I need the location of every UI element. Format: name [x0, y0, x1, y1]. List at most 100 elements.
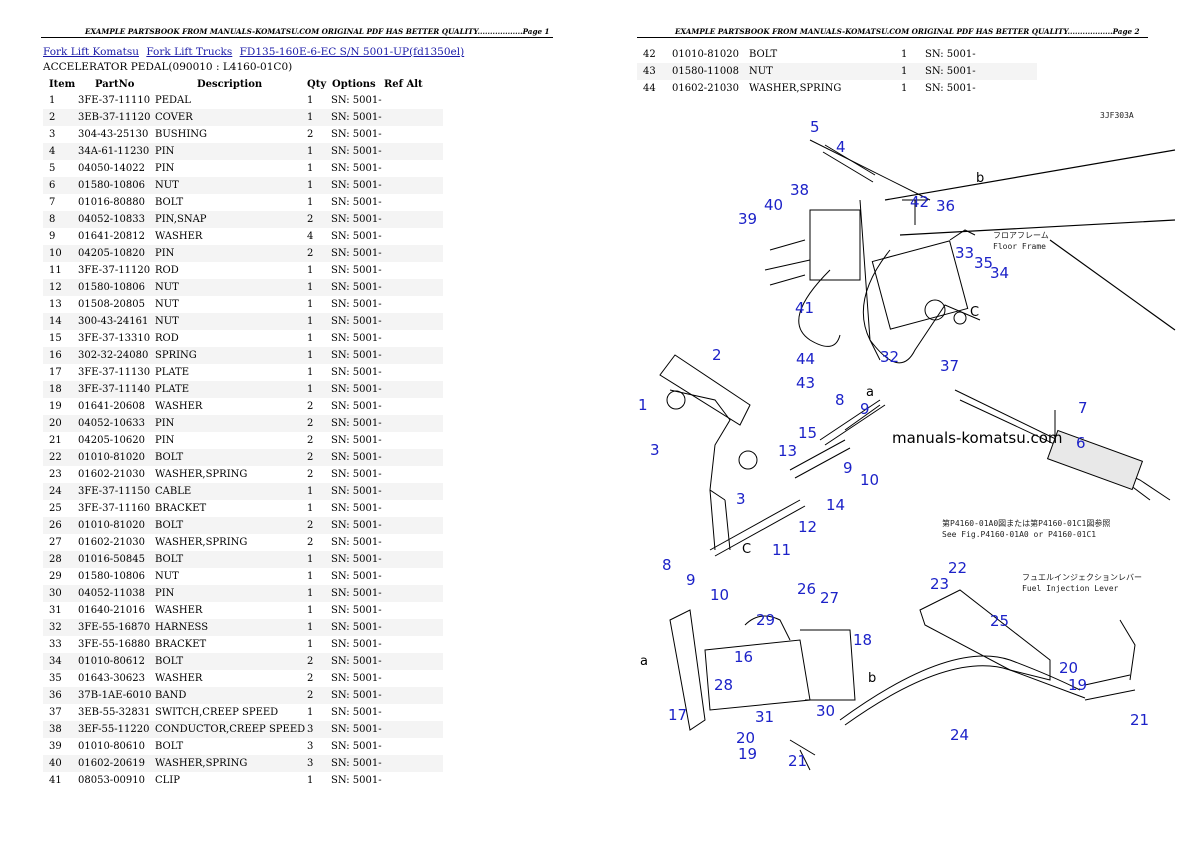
cell-options: SN: 5001- — [331, 690, 382, 701]
cell-item: 4 — [49, 146, 56, 157]
cell-options: SN: 5001- — [331, 707, 382, 718]
svg-text:19: 19 — [738, 745, 757, 763]
cell-qty: 2 — [307, 452, 314, 463]
cell-options: SN: 5001- — [331, 452, 382, 463]
cell-options: SN: 5001- — [331, 95, 382, 106]
cell-qty: 1 — [307, 571, 314, 582]
cell-options: SN: 5001- — [331, 554, 382, 565]
cell-partno: 04052-11038 — [78, 588, 146, 599]
cell-item: 19 — [49, 401, 62, 412]
cell-options: SN: 5001- — [331, 741, 382, 752]
cell-item: 18 — [49, 384, 62, 395]
svg-text:10: 10 — [710, 586, 729, 604]
cell-qty: 1 — [307, 605, 314, 616]
cell-partno: 3FE-37-11150 — [78, 486, 151, 497]
cell-partno: 04052-10633 — [78, 418, 146, 429]
cell-qty: 1 — [307, 180, 314, 191]
cell-qty: 2 — [307, 469, 314, 480]
cell-qty: 1 — [307, 316, 314, 327]
cell-options: SN: 5001- — [331, 282, 382, 293]
svg-text:29: 29 — [756, 611, 775, 629]
svg-text:9: 9 — [843, 459, 853, 477]
cell-partno: 01580-10806 — [78, 571, 146, 582]
cell-description: PIN — [155, 418, 175, 429]
cell-options: SN: 5001- — [331, 469, 382, 480]
cell-partno: 01580-11008 — [672, 66, 740, 77]
table-header: Item PartNo Description Qty Options Ref … — [43, 76, 443, 93]
cell-description: NUT — [155, 316, 179, 327]
col-options: Options — [332, 79, 376, 90]
page-1: EXAMPLE PARTSBOOK FROM MANUALS-KOMATSU.C… — [41, 27, 553, 786]
cell-item: 3 — [49, 129, 56, 140]
cell-description: PIN — [155, 163, 175, 174]
cell-partno: 3FE-37-11130 — [78, 367, 151, 378]
cell-description: PLATE — [155, 367, 190, 378]
breadcrumb-link-brand[interactable]: Fork Lift Komatsu — [43, 46, 139, 58]
cell-partno: 3FE-37-11160 — [78, 503, 151, 514]
cell-partno: 300-43-24161 — [78, 316, 149, 327]
cell-options: SN: 5001- — [331, 724, 382, 735]
cell-qty: 2 — [307, 401, 314, 412]
cell-options: SN: 5001- — [331, 639, 382, 650]
cell-qty: 3 — [307, 741, 314, 752]
cell-item: 35 — [49, 673, 62, 684]
cell-qty: 1 — [901, 66, 908, 77]
svg-text:a: a — [640, 654, 648, 669]
watermark: manuals-komatsu.com — [892, 429, 1063, 447]
cell-item: 12 — [49, 282, 62, 293]
cell-options: SN: 5001- — [331, 231, 382, 242]
cell-qty: 1 — [307, 554, 314, 565]
svg-text:17: 17 — [668, 706, 687, 724]
cell-partno: 3FE-37-13310 — [78, 333, 151, 344]
cell-options: SN: 5001- — [331, 656, 382, 667]
cell-description: PIN,SNAP — [155, 214, 207, 225]
svg-text:19: 19 — [1068, 676, 1087, 694]
cell-description: PIN — [155, 146, 175, 157]
cell-description: BRACKET — [155, 503, 207, 514]
cell-options: SN: 5001- — [925, 83, 976, 94]
cell-item: 40 — [49, 758, 62, 769]
cell-description: WASHER — [155, 401, 203, 412]
cell-partno: 3EB-37-11120 — [78, 112, 151, 123]
svg-text:21: 21 — [788, 752, 807, 770]
cell-item: 39 — [49, 741, 62, 752]
cell-description: PIN — [155, 248, 175, 259]
svg-text:b: b — [868, 671, 876, 686]
cell-qty: 2 — [307, 248, 314, 259]
cell-partno: 04052-10833 — [78, 214, 146, 225]
svg-text:30: 30 — [816, 702, 835, 720]
cell-item: 44 — [643, 83, 656, 94]
col-partno: PartNo — [95, 79, 135, 90]
svg-text:31: 31 — [755, 708, 774, 726]
svg-text:39: 39 — [738, 210, 757, 228]
breadcrumb-link-model[interactable]: FD135-160E-6-EC S/N 5001-UP(fd1350el) — [239, 46, 465, 58]
cell-description: BRACKET — [155, 639, 207, 650]
cell-options: SN: 5001- — [331, 299, 382, 310]
svg-text:37: 37 — [940, 357, 959, 375]
svg-text:12: 12 — [798, 518, 817, 536]
cell-item: 38 — [49, 724, 62, 735]
svg-text:a: a — [866, 385, 874, 400]
cell-qty: 2 — [307, 418, 314, 429]
cell-partno: 01602-20619 — [78, 758, 146, 769]
cell-description: COVER — [155, 112, 193, 123]
cell-qty: 2 — [307, 435, 314, 446]
cell-item: 37 — [49, 707, 62, 718]
floor-frame-jp: フロアフレーム — [993, 231, 1049, 240]
cell-item: 15 — [49, 333, 62, 344]
cell-qty: 1 — [307, 503, 314, 514]
cell-options: SN: 5001- — [331, 367, 382, 378]
cell-options: SN: 5001- — [331, 180, 382, 191]
svg-text:C: C — [742, 542, 751, 557]
cell-partno: 37B-1AE-6010 — [78, 690, 152, 701]
breadcrumb-link-category[interactable]: Fork Lift Trucks — [146, 46, 233, 58]
col-qty: Qty — [307, 79, 327, 90]
